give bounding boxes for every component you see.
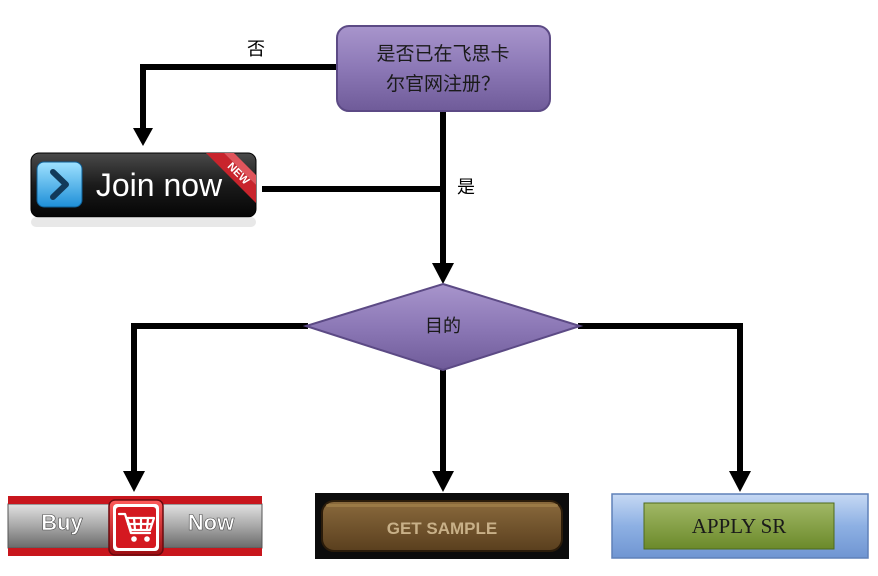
registration-decision-box: 是否已在飞思卡 尔官网注册？ bbox=[336, 25, 551, 112]
buy-now-button[interactable]: Buy Now bbox=[7, 496, 263, 556]
join-now-button[interactable]: Join now NEW bbox=[30, 152, 257, 227]
arrowhead-apply bbox=[729, 471, 751, 492]
get-sample-button[interactable]: GET SAMPLE bbox=[315, 493, 569, 559]
apply-sr-button[interactable]: APPLY SR bbox=[611, 493, 869, 559]
decision-question-line1: 是否已在飞思卡 bbox=[376, 43, 509, 65]
purpose-diamond: 目的 bbox=[302, 282, 584, 372]
now-label: Now bbox=[188, 510, 235, 535]
branch-no-label: 否 bbox=[247, 39, 265, 60]
join-now-label: Join now bbox=[96, 167, 223, 203]
connector-to-buy bbox=[131, 323, 308, 474]
arrowheads bbox=[123, 128, 751, 492]
decision-question-line2: 尔官网注册？ bbox=[386, 73, 500, 95]
arrowhead-buy bbox=[123, 471, 145, 492]
connectors bbox=[131, 64, 743, 474]
arrow-right-icon bbox=[36, 161, 83, 208]
connector-no bbox=[140, 64, 338, 130]
apply-sr-label: APPLY SR bbox=[692, 514, 787, 538]
arrowhead-diamond bbox=[432, 263, 454, 284]
connector-to-apply bbox=[578, 323, 743, 474]
shopping-cart-icon bbox=[108, 499, 164, 556]
buy-label: Buy bbox=[41, 510, 83, 535]
arrowhead-sample bbox=[432, 471, 454, 492]
branch-yes-label: 是 bbox=[457, 177, 475, 198]
get-sample-label: GET SAMPLE bbox=[387, 519, 498, 538]
arrowhead-join bbox=[133, 128, 153, 146]
purpose-label: 目的 bbox=[425, 316, 461, 337]
